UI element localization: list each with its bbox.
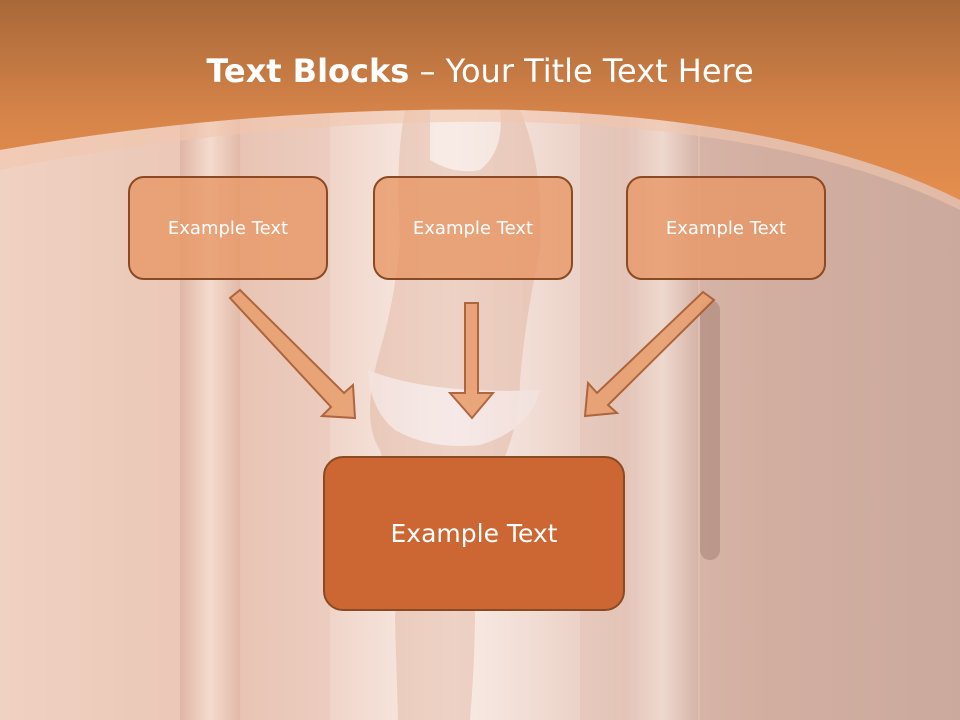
slide-title-rest: Your Title Text Here: [445, 52, 754, 90]
slide-title-dash: –: [409, 52, 446, 90]
text-block-1-label: Example Text: [167, 217, 289, 239]
arrow-left: [228, 288, 357, 420]
text-block-3[interactable]: Example Text: [626, 176, 826, 280]
arrow-middle: [447, 302, 496, 420]
main-text-block-label: Example Text: [390, 519, 558, 548]
slide-title-bold: Text Blocks: [206, 52, 410, 90]
header-band: [0, 0, 960, 200]
text-block-1[interactable]: Example Text: [128, 176, 328, 280]
text-block-2[interactable]: Example Text: [373, 176, 573, 280]
header-highlight-curve: [0, 109, 960, 210]
slide-title: Text Blocks – Your Title Text Here: [0, 52, 960, 90]
text-block-2-label: Example Text: [412, 217, 534, 239]
door-handle: [700, 300, 720, 560]
text-block-3-label: Example Text: [665, 217, 787, 239]
main-text-block[interactable]: Example Text: [323, 456, 625, 611]
arrow-right: [583, 290, 716, 418]
